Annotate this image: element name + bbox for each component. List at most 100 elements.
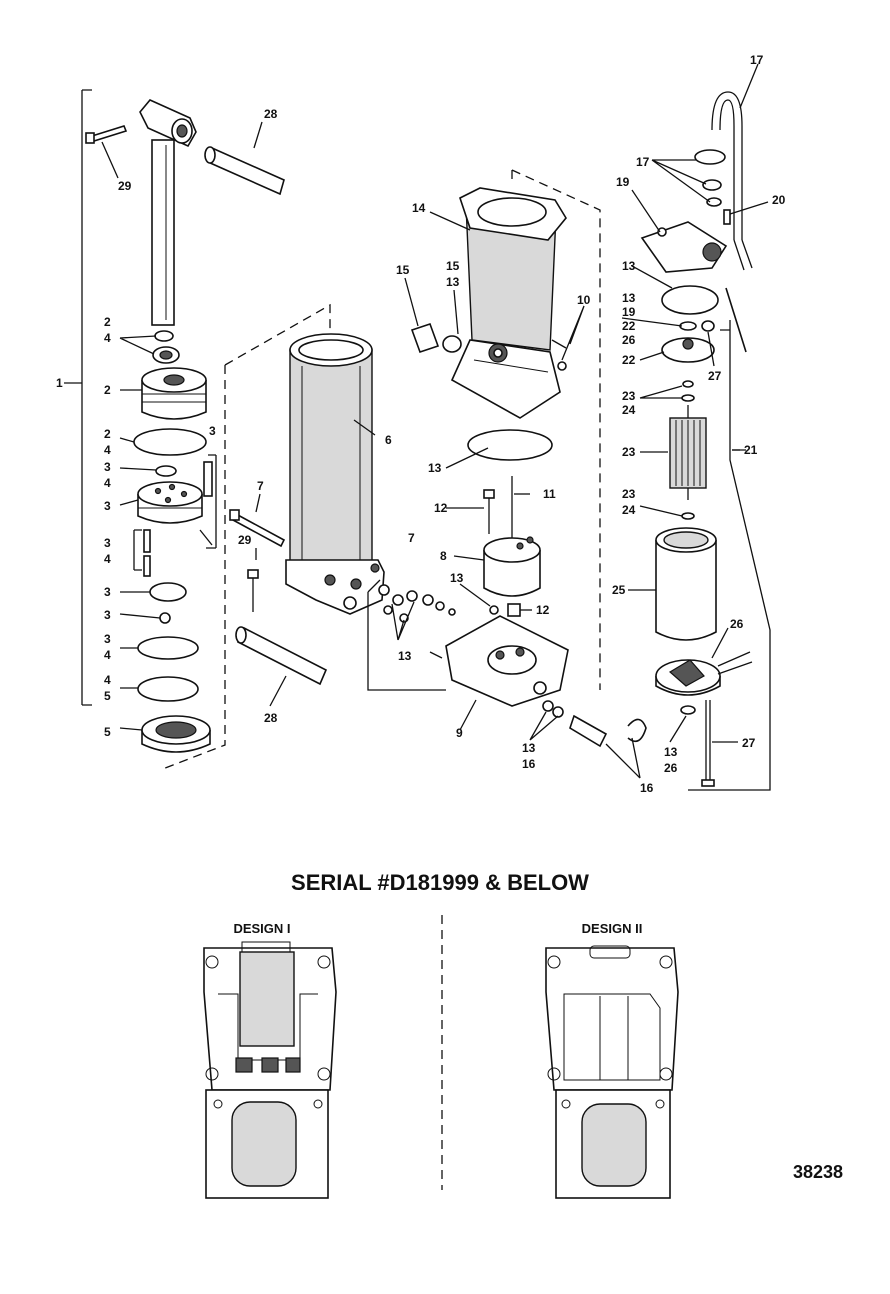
callout-4: 4 [104,331,111,345]
callout-1: 1 [56,376,63,390]
callout-27: 27 [708,369,722,383]
valve-parts-7-group [367,579,456,691]
callout-3: 3 [104,585,111,599]
trim-cylinder-6 [285,333,385,615]
callout-3: 3 [104,499,111,513]
callout-numbers: 1 2 4 2 2 4 3 4 3 3 3 4 3 3 3 4 4 5 5 6 … [56,53,786,795]
callout-26: 26 [730,617,744,631]
callout-4: 4 [104,443,111,457]
o-ring [137,636,199,660]
pin-28-top [204,146,285,196]
callout-7: 7 [257,479,264,493]
callout-26: 26 [664,761,678,775]
callout-15: 15 [396,263,410,277]
memory-piston-2 [141,367,207,420]
end-cap-5 [141,715,211,753]
callout-11: 11 [543,487,556,501]
callout-12: 12 [434,501,448,515]
pins-12-13 [429,603,521,659]
callout-13: 13 [450,571,464,585]
field-housing-26 [655,651,753,715]
callout-4: 4 [104,476,111,490]
trim-piston-3 [137,481,203,524]
callout-15: 15 [446,259,460,273]
design-1-label: DESIGN I [233,921,290,936]
callout-4: 4 [104,673,111,687]
callout-21: 21 [744,443,758,457]
callout-13: 13 [446,275,460,289]
callout-20: 20 [772,193,786,207]
pin-28-lower [235,626,328,686]
callout-5: 5 [104,725,111,739]
manual-valve-16 [542,700,647,748]
callout-29: 29 [238,533,252,547]
callout-24: 24 [622,503,636,517]
callout-3: 3 [104,632,111,646]
pump-base-9 [445,615,569,707]
callout-2: 2 [104,427,111,441]
callout-25: 25 [612,583,626,597]
serial-heading: SERIAL #D181999 & BELOW [291,870,589,895]
callout-leaders [253,63,769,779]
callout-28: 28 [264,107,278,121]
pump-8 [483,536,541,597]
callout-14: 14 [412,201,426,215]
motor-frame-25 [655,527,717,641]
bolt-12 [483,489,495,534]
o-ring-13 [467,429,553,461]
callout-26: 26 [622,333,636,347]
callout-13: 13 [622,291,636,305]
callout-19: 19 [616,175,630,189]
thru-bolt-27 [701,700,715,787]
callout-24: 24 [622,403,636,417]
callout-23: 23 [622,389,636,403]
bolt-29-lower [247,569,259,612]
left-leader-lines [119,389,157,731]
fill-plug-15 [410,322,462,354]
callout-12: 12 [536,603,550,617]
o-ring [133,428,207,456]
screw-3 [119,612,171,624]
callout-28: 28 [264,711,278,725]
callout-6: 6 [385,433,392,447]
left-bracket-1 [64,89,92,706]
armature-23 [669,380,707,520]
callout-23: 23 [622,445,636,459]
screws-10 [551,339,567,371]
callout-13: 13 [428,461,442,475]
reservoir-dashed-outline [511,169,601,690]
callout-23: 23 [622,487,636,501]
callout-2: 2 [104,315,111,329]
o-ring-small [155,465,177,477]
wire-harness [725,287,747,353]
o-ring-13-right [661,285,719,315]
callout-17: 17 [636,155,650,169]
design-2-label: DESIGN II [582,921,643,936]
harness-17 [694,91,753,271]
callout-16: 16 [522,757,536,771]
callout-13: 13 [398,649,412,663]
cylinder-dashed-outline [159,303,331,771]
callout-29: 29 [118,179,132,193]
callout-9: 9 [456,726,463,740]
callout-7: 7 [408,531,415,545]
callout-10: 10 [577,293,591,307]
callout-19: 19 [622,305,636,319]
callout-3: 3 [104,536,111,550]
callout-27: 27 [742,736,756,750]
callout-3: 3 [104,460,111,474]
callout-16: 16 [640,781,654,795]
callout-13: 13 [522,741,536,755]
callout-3: 3 [209,424,216,438]
callout-3: 3 [104,608,111,622]
valve-plate [149,582,187,602]
brush-plate-22 [661,320,715,363]
o-ring [137,676,199,702]
end-cap-19 [640,221,728,273]
reservoir-14 [450,187,567,419]
callout-13: 13 [664,745,678,759]
callout-8: 8 [440,549,447,563]
design-2-drawing [545,945,679,1199]
